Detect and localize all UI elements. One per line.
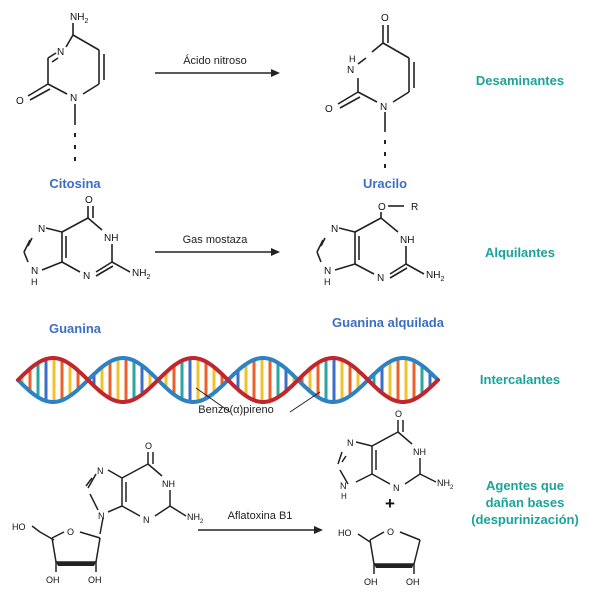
svg-text:NH2: NH2 (132, 268, 150, 281)
atom-h: H (349, 54, 356, 64)
atom-nh2: NH (70, 12, 84, 23)
atom-n: N (143, 515, 150, 525)
atom-o: O (325, 104, 333, 115)
atom-oh: OH (88, 575, 102, 585)
atom-o: O (16, 96, 24, 107)
svg-text:NH2: NH2 (187, 512, 204, 525)
svg-text:NH2: NH2 (437, 478, 454, 491)
reagent-mustard-gas: Gas mostaza (182, 234, 248, 246)
atom-o: O (378, 202, 386, 213)
atom-nh: NH (104, 233, 118, 244)
category-line: Agentes que (485, 478, 564, 493)
category-line: dañan bases (485, 495, 565, 510)
intercalator-pointer (289, 391, 321, 413)
atom-n: N (98, 511, 105, 521)
molecule-alkylated-guanine: Guanina alquilada (332, 315, 444, 330)
atom-o: O (145, 441, 152, 451)
atom-nh: NH (400, 235, 414, 246)
intercalator-pointer (195, 387, 231, 413)
atom-oh: OH (46, 575, 60, 585)
atom-h: H (324, 277, 331, 287)
atom-n: N (324, 266, 331, 277)
atom-nh2: NH (437, 478, 450, 488)
reagent-aflatoxin: Aflatoxina B1 (227, 510, 293, 522)
atom-ho: HO (12, 522, 26, 532)
atom-n: N (347, 438, 354, 448)
atom-o: O (381, 13, 389, 24)
svg-text:NH2: NH2 (426, 270, 444, 283)
atom-o: O (85, 195, 93, 206)
atom-n: N (38, 224, 45, 235)
atom-h: H (341, 492, 347, 501)
dna-strand-red (16, 356, 440, 404)
plus-sign: + (385, 494, 395, 513)
atom-n: N (347, 65, 354, 76)
molecule-cytosine: Citosina (49, 176, 101, 191)
atom-n: N (97, 466, 104, 476)
atom-h: H (31, 277, 38, 287)
atom-nh2: NH (132, 268, 146, 279)
atom-oh: OH (406, 577, 420, 587)
atom-r: R (411, 202, 418, 213)
reagent-nitrous-acid: Ácido nitroso (183, 55, 247, 67)
molecule-uracil: Uracilo (362, 176, 408, 191)
atom-n: N (380, 102, 387, 113)
atom-nh: NH (413, 447, 426, 457)
atom-nh2: NH (187, 512, 200, 522)
molecule-guanine: Guanina (48, 321, 101, 336)
atom-o: O (67, 527, 74, 537)
atom-n: N (393, 483, 400, 493)
atom-n: N (83, 271, 90, 282)
atom-nh2: NH (426, 270, 440, 281)
atom-n: N (340, 481, 347, 491)
atom-n: N (70, 93, 77, 104)
atom-n: N (31, 266, 38, 277)
atom-oh: OH (364, 577, 378, 587)
category-deaminating: Desaminantes (475, 73, 565, 88)
category-line: (despurinización) (471, 512, 579, 527)
svg-text:NH2: NH2 (70, 12, 88, 25)
atom-n: N (57, 47, 64, 58)
category-intercalating: Intercalantes (479, 372, 561, 387)
atom-o: O (395, 409, 402, 419)
reagent-benzopyrene: Benzo(α)pireno (198, 404, 274, 416)
category-base-damaging: Agentes que dañan bases (despurinización… (455, 477, 595, 528)
atom-o: O (387, 527, 394, 537)
atom-n: N (331, 224, 338, 235)
atom-ho: HO (338, 528, 352, 538)
category-alkylating: Alquilantes (484, 245, 556, 260)
atom-nh: NH (162, 479, 175, 489)
atom-n: N (377, 273, 384, 284)
